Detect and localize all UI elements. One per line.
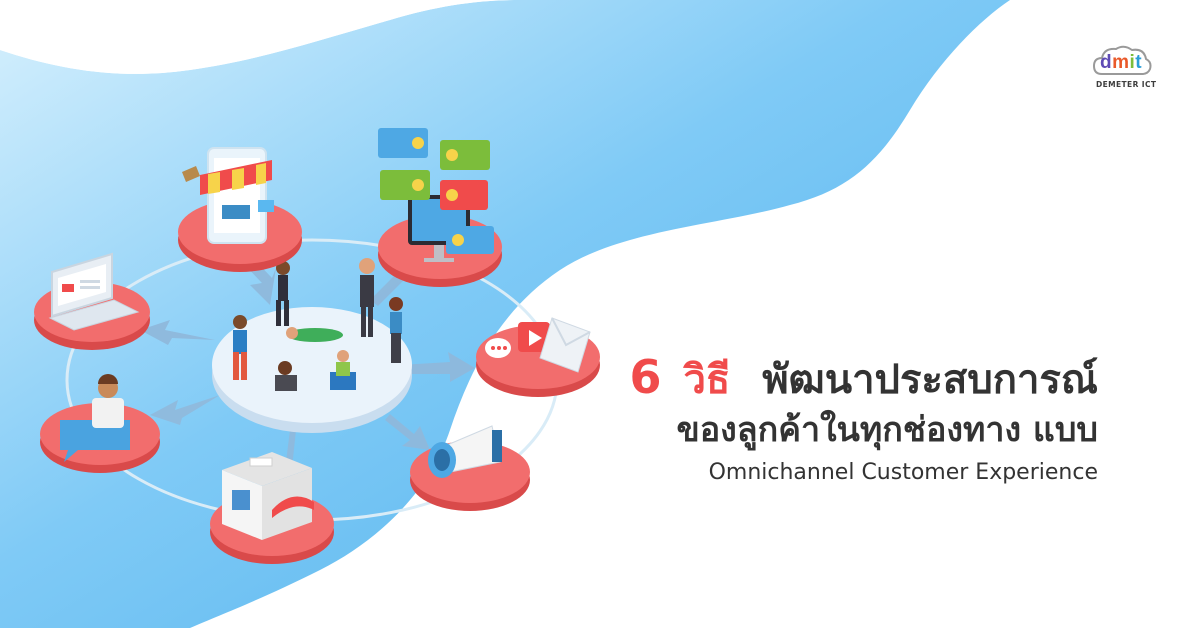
video-pad [476, 317, 600, 397]
store-icon [222, 452, 314, 540]
chat-reviews-icon [378, 128, 494, 262]
headline-block: 6 วิธี พัฒนาประสบการณ์ ของลูกค้าในทุกช่อ… [629, 352, 1098, 491]
headline-line-2: ของลูกค้าในทุกช่องทาง แบบ [676, 410, 1098, 450]
video-play-icon [518, 322, 550, 352]
people-group-icon [233, 258, 403, 391]
headline-line1-text: พัฒนาประสบการณ์ [762, 357, 1098, 403]
megaphone-icon [428, 425, 502, 478]
headline-line-1: 6 วิธี พัฒนาประสบการณ์ [629, 352, 1098, 405]
chat-bubble-icon [485, 338, 511, 358]
megaphone-pad [410, 425, 530, 511]
laptop-pad [34, 252, 150, 350]
logo-company-name: DEMETER ICT [1096, 80, 1157, 89]
store-pad [210, 452, 334, 564]
logo-letter-t: t [1135, 52, 1143, 73]
headline-line-3: Omnichannel Customer Experience [708, 460, 1098, 485]
support-agent-icon [60, 374, 130, 462]
logo-letter-m: m [1112, 52, 1130, 73]
mail-icon [539, 317, 591, 373]
shop-pad [178, 147, 302, 272]
headline-ways: วิธี [683, 357, 731, 403]
omnichannel-illustration [34, 128, 600, 564]
laptop-icon [48, 252, 140, 331]
logo-letter-i: i [1129, 52, 1136, 73]
logo-letter-d: d [1100, 52, 1113, 73]
headline-number: 6 [629, 350, 662, 404]
chat-pad [378, 128, 502, 287]
cloud-icon [1092, 45, 1152, 75]
support-pad [40, 374, 160, 473]
logo-wordmark: dmit [1100, 52, 1142, 74]
company-logo: dmit DEMETER ICT [1090, 44, 1160, 94]
shop-icon [182, 147, 274, 244]
